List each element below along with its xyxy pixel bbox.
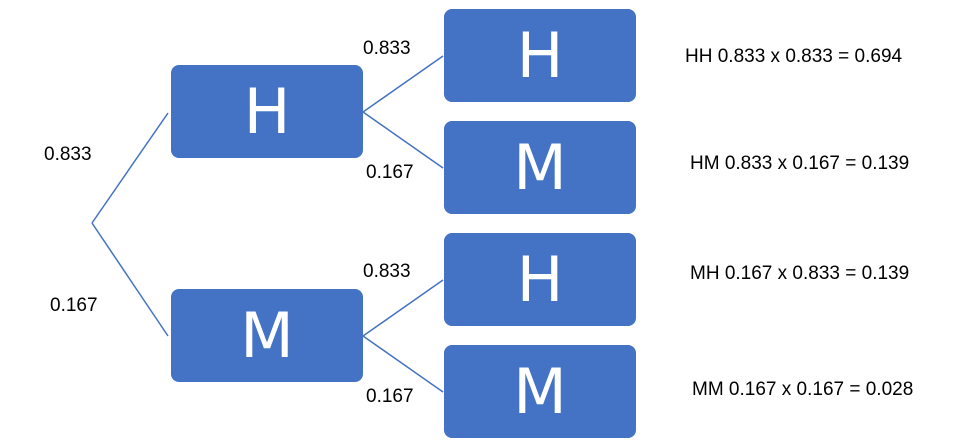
node-level2-hm: M — [444, 121, 636, 214]
h-branch-prob-h: 0.833 — [363, 38, 411, 59]
outcome-hm: HM 0.833 x 0.167 = 0.139 — [690, 153, 910, 174]
branch-root-to-h — [91, 112, 169, 224]
root-prob-h: 0.833 — [44, 144, 92, 165]
branch-h-to-hh — [362, 55, 444, 113]
branch-root-to-m — [91, 222, 169, 337]
node-level2-mm: M — [444, 345, 636, 438]
outcome-hh: HH 0.833 x 0.833 = 0.694 — [685, 46, 903, 67]
node-level2-hh: H — [444, 9, 636, 102]
node-level2-mh: H — [444, 233, 636, 326]
m-branch-prob-h: 0.833 — [363, 261, 411, 282]
node-level1-m: M — [171, 289, 363, 382]
branch-h-to-hm — [362, 111, 444, 169]
branch-m-to-mm — [362, 335, 444, 393]
branch-m-to-mh — [362, 279, 444, 337]
root-prob-m: 0.167 — [50, 295, 98, 316]
node-level1-h: H — [171, 65, 363, 158]
outcome-mh: MH 0.167 x 0.833 = 0.139 — [690, 263, 910, 284]
h-branch-prob-m: 0.167 — [366, 162, 414, 183]
m-branch-prob-m: 0.167 — [366, 386, 414, 407]
outcome-mm: MM 0.167 x 0.167 = 0.028 — [692, 379, 914, 400]
